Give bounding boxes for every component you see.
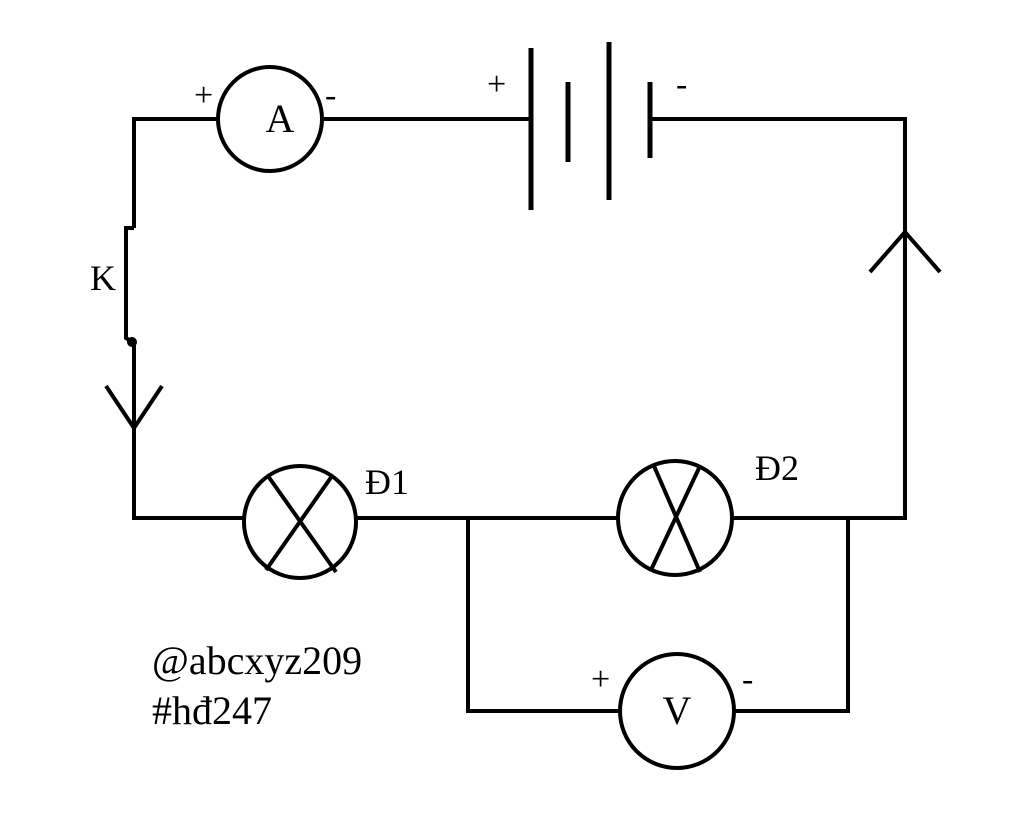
- ammeter: A + -: [194, 65, 336, 173]
- ammeter-plus: +: [194, 77, 213, 114]
- lamp-d1: Đ1: [242, 462, 409, 580]
- watermark-line1: @abcxyz209: [152, 638, 362, 683]
- ammeter-circle: [216, 65, 324, 173]
- battery-plus: +: [487, 66, 506, 103]
- battery-minus: -: [676, 66, 687, 103]
- lamp1-label: Đ1: [365, 462, 409, 502]
- wire-right-rail: [652, 117, 907, 520]
- voltmeter-label: V: [663, 688, 692, 733]
- ammeter-label: A: [266, 96, 295, 141]
- lamp1-cross-icon: [264, 474, 338, 574]
- voltmeter: V + -: [591, 652, 753, 770]
- wires: [132, 117, 907, 713]
- switch-contact: [127, 337, 137, 347]
- battery: + -: [487, 42, 687, 210]
- watermark-line2: #hđ247: [152, 688, 272, 733]
- switch-k: K: [90, 226, 137, 347]
- switch-blade: [124, 226, 136, 345]
- wire-voltmeter-right: [734, 518, 850, 713]
- watermark: @abcxyz209 #hđ247: [152, 638, 362, 733]
- voltmeter-plus: +: [591, 661, 610, 698]
- wire-voltmeter-left: [466, 518, 620, 713]
- lamp2-cross-icon: [649, 465, 702, 573]
- ammeter-minus: -: [325, 77, 336, 114]
- lamp2-label: Đ2: [755, 448, 799, 488]
- switch-label: K: [90, 258, 116, 298]
- wire-left-top: [132, 117, 218, 228]
- lamp-d2: Đ2: [616, 448, 799, 577]
- current-arrow-down-icon: [104, 384, 164, 432]
- current-arrow-up-icon: [868, 228, 942, 274]
- voltmeter-circle: [618, 652, 736, 770]
- wire-left-bottom: [132, 343, 245, 520]
- voltmeter-minus: -: [742, 661, 753, 698]
